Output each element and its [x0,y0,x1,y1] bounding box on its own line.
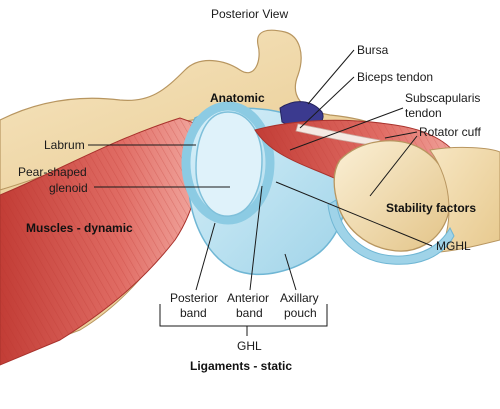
leader-lines [88,49,433,336]
ghl-bracket [159,304,328,327]
glenoid-surface [195,111,263,217]
leader-biceps [299,76,355,129]
leader-subscapularis [289,107,404,151]
leader-rotator-cuff-a [384,131,418,139]
capsule-wrap [327,199,455,265]
leader-mghl [275,181,433,247]
label-axillary-pouch-2: pouch [284,306,317,320]
label-pear-glenoid-1: Pear-shaped [18,165,87,179]
label-axillary-pouch-1: Axillary [280,291,319,305]
label-mghl: MGHL [436,239,471,253]
label-ligaments-static: Ligaments - static [190,359,292,373]
labrum-ring [181,101,275,225]
muscle-fibers [0,118,202,365]
label-bursa: Bursa [357,43,389,57]
humeral-shaft [429,146,500,253]
leader-bursa [307,49,355,105]
leader-posterior-band [195,222,216,291]
label-stability-factors: Stability factors [386,201,476,215]
label-ghl: GHL [237,339,262,353]
label-labrum: Labrum [44,138,85,152]
label-posterior-band-1: Posterior [170,291,218,305]
figure-title: Posterior View [211,7,288,21]
label-biceps-tendon: Biceps tendon [357,70,433,84]
label-rotator-cuff: Rotator cuff [419,125,481,139]
label-anterior-band-2: band [236,306,263,320]
label-muscles-dynamic: Muscles - dynamic [26,221,133,235]
humeral-head [333,140,451,252]
leader-anterior-band [249,185,263,291]
label-subscapularis-2: tendon [405,106,442,120]
label-pear-glenoid-2: glenoid [49,181,88,195]
label-anterior-band-1: Anterior [227,291,269,305]
label-anatomic: Anatomic [210,91,265,105]
leader-axillary-pouch [284,253,297,291]
label-subscapularis-1: Subscapularis [405,91,480,105]
leader-rotator-cuff-b [369,135,418,197]
label-posterior-band-2: band [180,306,207,320]
